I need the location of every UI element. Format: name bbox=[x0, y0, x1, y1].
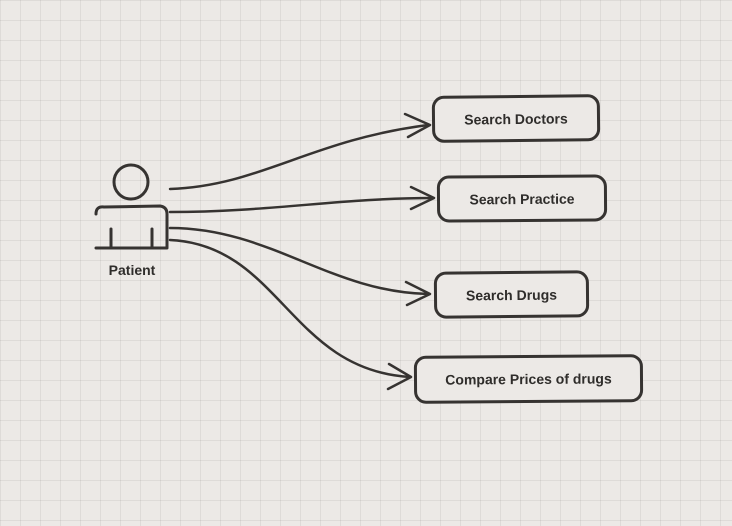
usecase-search-practice[interactable]: Search Practice bbox=[436, 174, 608, 223]
arrowhead-search-doctors bbox=[403, 112, 432, 139]
actor-body bbox=[94, 204, 169, 250]
associations bbox=[168, 112, 436, 391]
arrowhead-compare-prices bbox=[386, 362, 413, 391]
usecase-label: Search Practice bbox=[469, 190, 575, 207]
arrowhead-search-practice bbox=[409, 185, 436, 211]
usecase-search-doctors[interactable]: Search Doctors bbox=[431, 94, 601, 143]
actor-label: Patient bbox=[108, 262, 156, 278]
usecase-label: Compare Prices of drugs bbox=[445, 370, 612, 388]
association-search-practice[interactable] bbox=[168, 196, 435, 214]
actor-head bbox=[112, 163, 150, 201]
usecase-label: Search Doctors bbox=[464, 109, 568, 128]
usecase-label: Search Drugs bbox=[465, 286, 558, 303]
arrowhead-search-drugs bbox=[404, 280, 432, 307]
association-search-doctors[interactable] bbox=[168, 123, 430, 191]
association-search-drugs[interactable] bbox=[168, 226, 430, 296]
usecase-search-drugs[interactable]: Search Drugs bbox=[433, 270, 590, 319]
association-compare-prices[interactable] bbox=[168, 238, 412, 379]
usecase-compare-prices[interactable]: Compare Prices of drugs bbox=[413, 354, 644, 404]
actor-figure[interactable] bbox=[94, 163, 169, 250]
